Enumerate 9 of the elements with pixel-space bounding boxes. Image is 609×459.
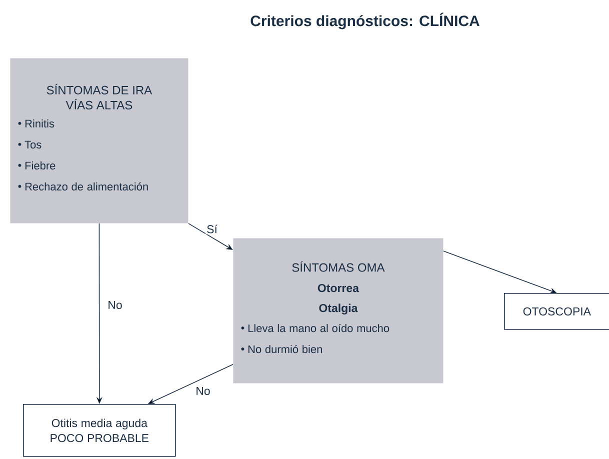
edge-label: Sí (206, 224, 218, 234)
edge-label: No (106, 300, 124, 310)
edge-label: No (194, 386, 212, 396)
symptom-box: SÍNTOMAS DE IRA VÍAS ALTAS Rinitis Tos Fiebre Rechazo de alimentación (10, 58, 188, 224)
result-box: Otitis media aguda POCO PROBABLE (23, 404, 176, 457)
symptom-box: SÍNTOMAS OMA Otorrea Otalgia Lleva la mano al oído mucho No durmió bien (233, 238, 444, 384)
result-box: OTOSCOPIA (504, 293, 609, 330)
arrow (188, 223, 233, 250)
title: Criterios diagnósticos: CLÍNICA (250, 12, 480, 30)
